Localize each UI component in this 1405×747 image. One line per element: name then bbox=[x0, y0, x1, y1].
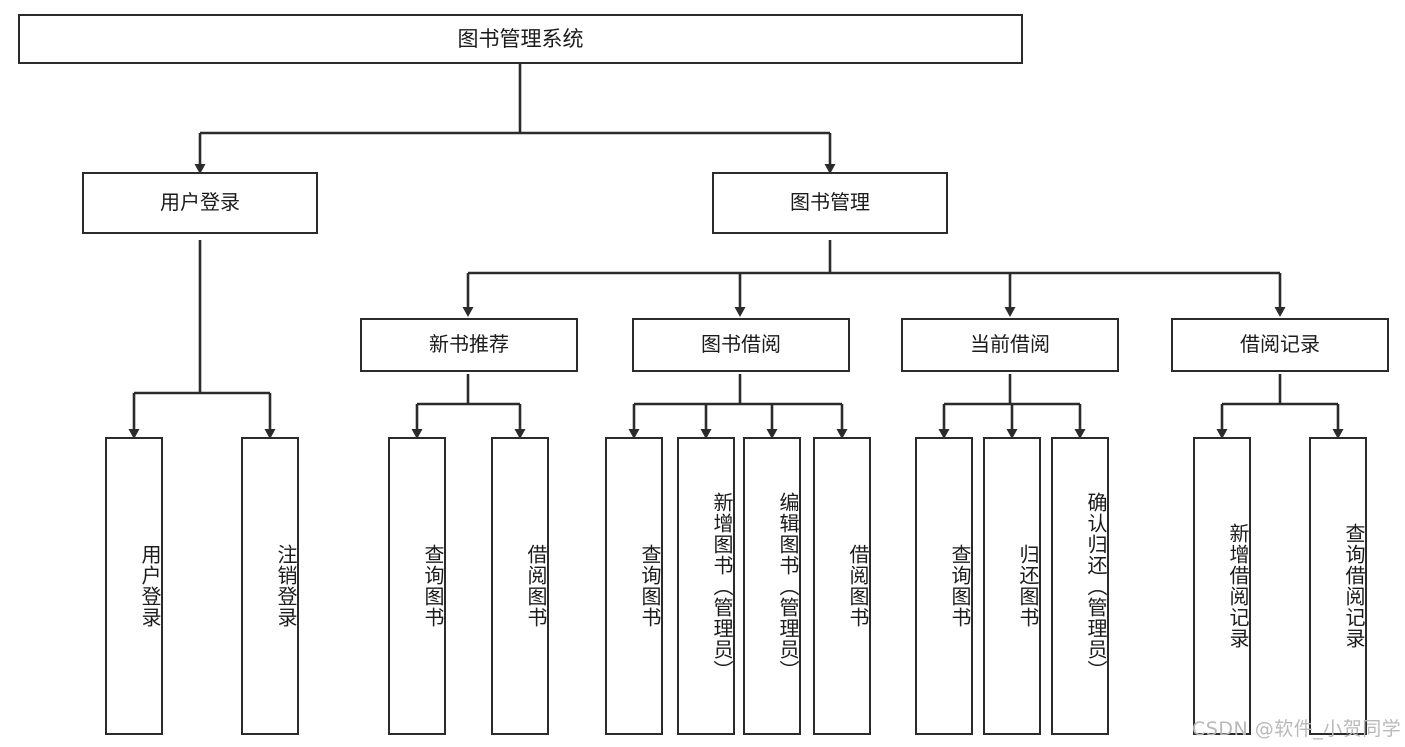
node-borrow-record[interactable]: 借阅记录 bbox=[1171, 318, 1389, 372]
node-label: 新增图书（管理员） bbox=[710, 491, 734, 681]
node-current-borrow[interactable]: 当前借阅 bbox=[901, 318, 1119, 372]
node-label: 借阅记录 bbox=[1240, 332, 1320, 357]
node-label: 注销登录 bbox=[274, 544, 298, 628]
leaf-user-login-logout[interactable]: 注销登录 bbox=[241, 437, 299, 735]
leaf-borrow-query-book[interactable]: 查询图书 bbox=[605, 437, 663, 735]
node-label: 用户登录 bbox=[160, 190, 240, 215]
node-user-login[interactable]: 用户登录 bbox=[82, 172, 318, 234]
leaf-current-confirm-return-admin[interactable]: 确认归还（管理员） bbox=[1051, 437, 1109, 735]
node-label: 用户登录 bbox=[138, 544, 162, 628]
node-label: 查询图书 bbox=[948, 544, 972, 628]
node-label: 新增借阅记录 bbox=[1226, 523, 1250, 649]
node-label: 确认归还（管理员） bbox=[1084, 491, 1108, 681]
node-label: 图书管理 bbox=[790, 190, 870, 215]
leaf-record-add-record[interactable]: 新增借阅记录 bbox=[1193, 437, 1251, 735]
node-label: 借阅图书 bbox=[524, 544, 548, 628]
node-root-system[interactable]: 图书管理系统 bbox=[18, 14, 1023, 64]
node-label: 图书借阅 bbox=[701, 332, 781, 357]
csdn-watermark: CSDN @软件_小贺同学 bbox=[1192, 718, 1402, 740]
node-book-borrow[interactable]: 图书借阅 bbox=[632, 318, 850, 372]
leaf-current-query-book[interactable]: 查询图书 bbox=[915, 437, 973, 735]
leaf-current-return-book[interactable]: 归还图书 bbox=[983, 437, 1041, 735]
node-label: 归还图书 bbox=[1016, 544, 1040, 628]
node-label: 新书推荐 bbox=[429, 332, 509, 357]
node-label: 查询图书 bbox=[421, 544, 445, 628]
node-label: 当前借阅 bbox=[970, 332, 1050, 357]
node-label: 借阅图书 bbox=[846, 544, 870, 628]
node-label: 编辑图书（管理员） bbox=[776, 491, 800, 681]
leaf-borrow-borrow-book[interactable]: 借阅图书 bbox=[813, 437, 871, 735]
leaf-record-query-record[interactable]: 查询借阅记录 bbox=[1309, 437, 1367, 735]
node-book-management[interactable]: 图书管理 bbox=[712, 172, 948, 234]
leaf-new-book-query[interactable]: 查询图书 bbox=[388, 437, 446, 735]
node-label: 查询借阅记录 bbox=[1342, 523, 1366, 649]
node-label: 图书管理系统 bbox=[457, 26, 584, 51]
node-label: 查询图书 bbox=[638, 544, 662, 628]
leaf-borrow-edit-book-admin[interactable]: 编辑图书（管理员） bbox=[743, 437, 801, 735]
leaf-new-book-borrow[interactable]: 借阅图书 bbox=[491, 437, 549, 735]
leaf-user-login-login[interactable]: 用户登录 bbox=[105, 437, 163, 735]
node-new-book-recommend[interactable]: 新书推荐 bbox=[360, 318, 578, 372]
leaf-borrow-add-book-admin[interactable]: 新增图书（管理员） bbox=[677, 437, 735, 735]
